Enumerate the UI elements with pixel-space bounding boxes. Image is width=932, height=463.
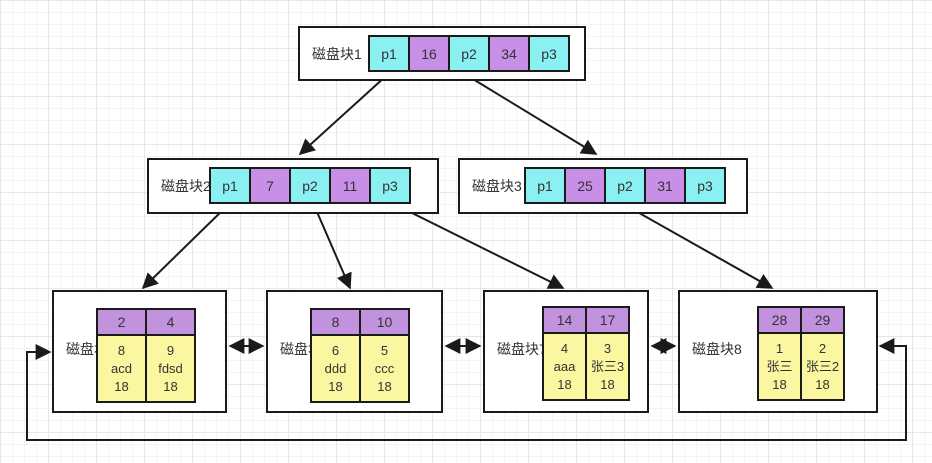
- leaf-record: 6 ddd 18: [310, 336, 361, 403]
- record-id: 4: [560, 340, 569, 356]
- leaf-entry: 29 2 张三2 18: [800, 306, 845, 401]
- leaf-entry: 2 8 acd 18: [96, 308, 147, 403]
- arrow-root-p1-to-block2: [298, 75, 387, 156]
- leaf-entry: 28 1 张三 18: [757, 306, 802, 401]
- record-name: aaa: [553, 358, 576, 374]
- leaf-record: 5 ccc 18: [359, 336, 410, 403]
- record-age: 18: [557, 376, 572, 392]
- disk-block-3-cell-p3: p3: [684, 167, 726, 204]
- leaf-record: 3 张三3 18: [585, 334, 630, 401]
- disk-block-8[interactable]: 磁盘块8 28 1 张三 18 29 2 张三2 18: [678, 290, 878, 413]
- leaf-key: 17: [585, 306, 630, 334]
- disk-block-1[interactable]: 磁盘块1 p1 16 p2 34 p3: [298, 26, 586, 81]
- record-id: 3: [603, 340, 612, 356]
- disk-block-3[interactable]: 磁盘块3 p1 25 p2 31 p3: [458, 158, 748, 214]
- disk-block-1-cell-p2: p2: [448, 35, 490, 72]
- record-age: 18: [328, 378, 343, 394]
- record-id: 6: [331, 342, 340, 358]
- disk-block-2-cell-p3: p3: [369, 167, 411, 204]
- disk-block-1-cell-key: 16: [408, 35, 450, 72]
- disk-block-3-cells: p1 25 p2 31 p3: [524, 167, 726, 204]
- disk-block-2[interactable]: 磁盘块2 p1 7 p2 11 p3: [147, 158, 439, 214]
- record-name: ddd: [324, 360, 347, 376]
- disk-block-2-cell-p1: p1: [209, 167, 251, 204]
- arrow-block2-p3-to-block7: [397, 205, 565, 289]
- record-age: 18: [114, 378, 129, 394]
- record-name: fdsd: [158, 360, 183, 376]
- record-name: ccc: [374, 360, 395, 376]
- disk-block-3-cell-key: 31: [644, 167, 686, 204]
- arrow-block2-p2-to-block6: [313, 204, 352, 290]
- record-id: 5: [380, 342, 389, 358]
- record-age: 18: [377, 378, 392, 394]
- disk-block-5-table: 2 8 acd 18 4 9 fdsd 18: [96, 308, 196, 403]
- leaf-entry: 10 5 ccc 18: [359, 308, 410, 403]
- disk-block-1-cells: p1 16 p2 34 p3: [368, 35, 570, 72]
- record-age: 18: [815, 376, 830, 392]
- record-name: acd: [111, 360, 132, 376]
- disk-block-1-cell-key: 34: [488, 35, 530, 72]
- record-name: 张三3: [590, 358, 625, 374]
- disk-block-1-label: 磁盘块1: [312, 45, 362, 62]
- disk-block-3-label: 磁盘块3: [472, 178, 522, 194]
- leaf-record: 4 aaa 18: [542, 334, 587, 401]
- leaf-key: 2: [96, 308, 147, 336]
- leaf-record: 9 fdsd 18: [145, 336, 196, 403]
- arrow-block3-p2-to-block8: [624, 204, 774, 289]
- disk-block-1-cell-p1: p1: [368, 35, 410, 72]
- leaf-entry: 17 3 张三3 18: [585, 306, 630, 401]
- record-name: 张三2: [805, 358, 840, 374]
- disk-block-3-cell-p1: p1: [524, 167, 566, 204]
- record-id: 1: [775, 340, 784, 356]
- record-id: 9: [166, 342, 175, 358]
- disk-block-2-label: 磁盘块2: [161, 178, 211, 194]
- disk-block-7-table: 14 4 aaa 18 17 3 张三3 18: [542, 306, 630, 401]
- disk-block-7-label: 磁盘块7: [497, 341, 547, 357]
- disk-block-5[interactable]: 磁盘块5 2 8 acd 18 4 9 fdsd 18: [52, 290, 227, 413]
- disk-block-7[interactable]: 磁盘块7 14 4 aaa 18 17 3 张三3 18: [483, 290, 649, 413]
- disk-block-1-cell-p3: p3: [528, 35, 570, 72]
- arrow-block2-p1-to-block5: [141, 204, 229, 290]
- leaf-key: 28: [757, 306, 802, 334]
- disk-block-2-cells: p1 7 p2 11 p3: [209, 167, 411, 204]
- record-age: 18: [600, 376, 615, 392]
- record-name: 张三: [766, 358, 793, 374]
- disk-block-6-table: 8 6 ddd 18 10 5 ccc 18: [310, 308, 410, 403]
- disk-block-3-cell-key: 25: [564, 167, 606, 204]
- record-age: 18: [163, 378, 178, 394]
- disk-block-8-table: 28 1 张三 18 29 2 张三2 18: [757, 306, 845, 401]
- record-id: 8: [117, 342, 126, 358]
- leaf-key: 29: [800, 306, 845, 334]
- arrow-root-p2-to-block3: [467, 75, 598, 155]
- leaf-key: 4: [145, 308, 196, 336]
- leaf-entry: 14 4 aaa 18: [542, 306, 587, 401]
- leaf-key: 14: [542, 306, 587, 334]
- leaf-record: 1 张三 18: [757, 334, 802, 401]
- disk-block-2-cell-p2: p2: [289, 167, 331, 204]
- record-age: 18: [772, 376, 787, 392]
- disk-block-8-label: 磁盘块8: [692, 341, 742, 357]
- record-id: 2: [818, 340, 827, 356]
- leaf-key: 8: [310, 308, 361, 336]
- disk-block-6[interactable]: 磁盘块6 8 6 ddd 18 10 5 ccc 18: [266, 290, 443, 413]
- disk-block-3-cell-p2: p2: [604, 167, 646, 204]
- disk-block-2-cell-key: 11: [329, 167, 371, 204]
- leaf-key: 10: [359, 308, 410, 336]
- disk-block-2-cell-key: 7: [249, 167, 291, 204]
- leaf-record: 8 acd 18: [96, 336, 147, 403]
- leaf-entry: 4 9 fdsd 18: [145, 308, 196, 403]
- leaf-record: 2 张三2 18: [800, 334, 845, 401]
- leaf-entry: 8 6 ddd 18: [310, 308, 361, 403]
